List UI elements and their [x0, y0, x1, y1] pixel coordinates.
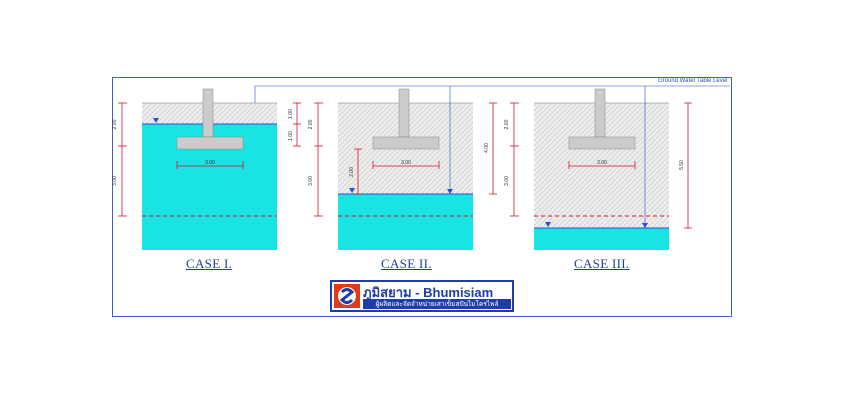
gwt-leader-arrow-2 [447, 189, 453, 194]
case-3-depth-upper-label: 2.00 [504, 119, 510, 129]
case-2-depth-lower-label: 3.00 [308, 176, 314, 186]
case-2-column [398, 88, 410, 138]
case-1-water-dim-upper-label: 1.00 [288, 109, 294, 119]
case-3-footing-base [568, 136, 636, 150]
case-1-title: CASE I. [186, 256, 233, 271]
gwt-leader-arrow-3 [642, 223, 648, 228]
case-2-water [338, 194, 473, 250]
case-3-title: CASE III. [574, 256, 630, 271]
case-2-water-marker-icon [349, 188, 355, 193]
case-3-depth-lower-label: 3.00 [504, 176, 510, 186]
case-3-water-marker-icon [545, 222, 551, 227]
case-1-depth-upper-label: 2.00 [112, 119, 118, 129]
case-1-footing-base [176, 136, 244, 150]
case-2-footing-base [372, 136, 440, 150]
case-1-water-marker-icon [153, 118, 159, 123]
case-3-column [594, 88, 606, 138]
case-2-title: CASE II. [381, 256, 432, 271]
case-2-water-dim-right-label: 4.00 [484, 143, 490, 153]
logo-tagline: ผู้ผลิตและจัดจำหน่ายเสาเข็มสปันไมโครไพล์ [363, 299, 511, 309]
bhumisiam-logo-icon [334, 284, 360, 308]
case-3-water-dim-label: 5.50 [679, 160, 685, 170]
case-1-water-dim-lower-label: 1.00 [288, 131, 294, 141]
case-2-water-dim-inner-label: 2.00 [349, 167, 355, 177]
case-1-width-label: 3.00 [205, 160, 215, 166]
ground-water-table-label: Ground Water Table Level [658, 78, 728, 84]
case-3-water [534, 228, 669, 250]
logo-company-name: ภูมิสยาม - Bhumisiam [363, 285, 494, 300]
case-2-depth-upper-label: 2.00 [308, 119, 314, 129]
case-1-depth-lower-label: 3.00 [112, 176, 118, 186]
case-1-column [202, 88, 214, 138]
bhumisiam-logo: ภูมิสยาม - Bhumisiam ผู้ผลิตและจัดจำหน่า… [330, 280, 514, 312]
case-3-width-label: 3.00 [597, 160, 607, 166]
case-2-width-label: 3.00 [401, 160, 411, 166]
